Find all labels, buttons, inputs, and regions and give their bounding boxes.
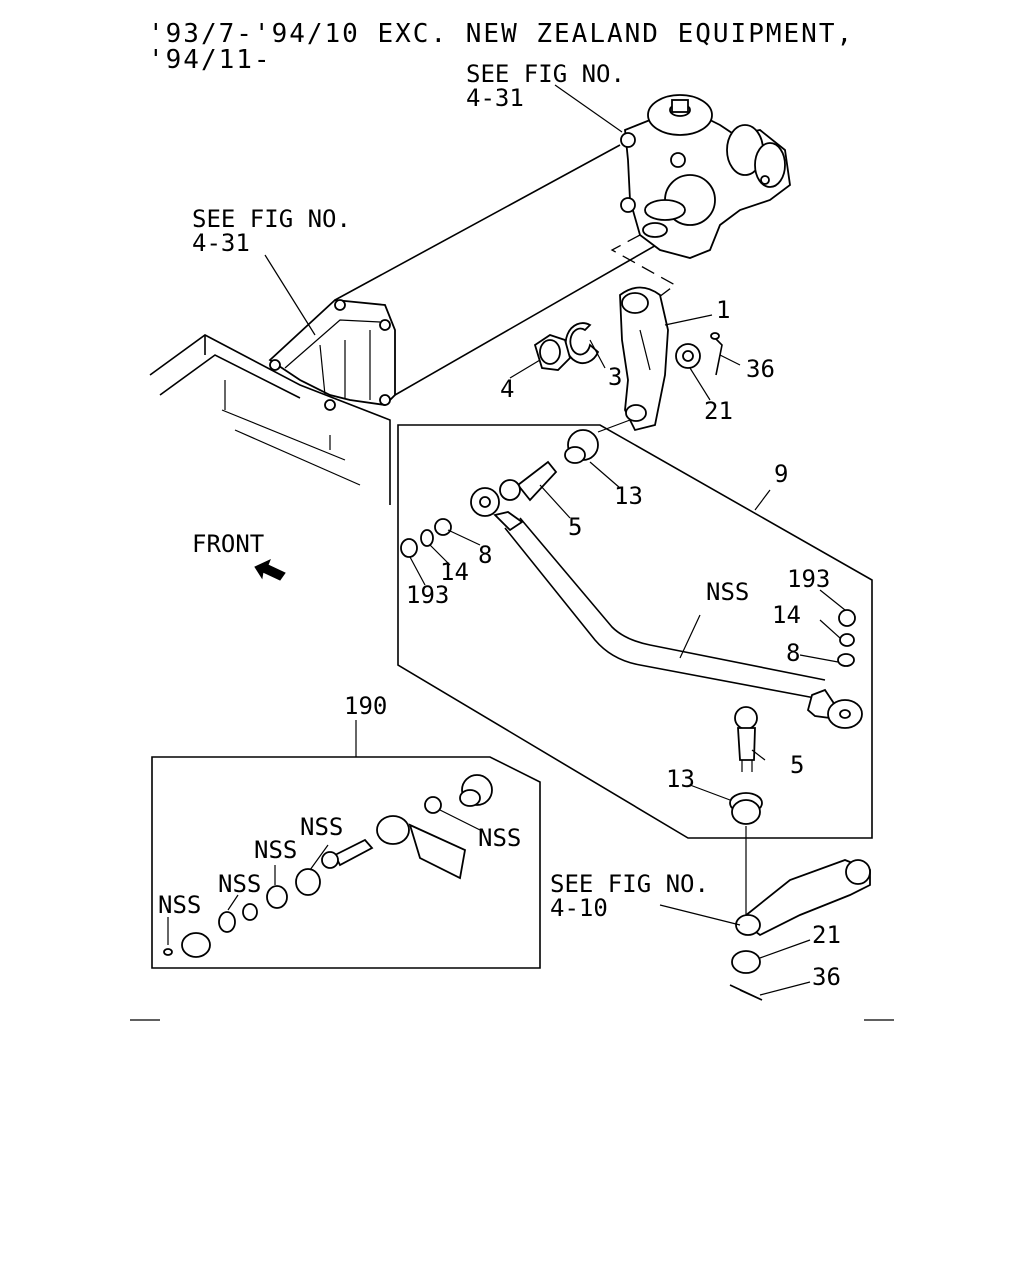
grease-nipple-193-right: [838, 609, 856, 627]
grease-nipple-193-left: [400, 538, 418, 558]
ball-stud-5-top: [499, 460, 558, 502]
callout-9: 9: [774, 460, 788, 488]
callout-8-right: 8: [786, 639, 800, 667]
callout-3: 3: [608, 363, 622, 391]
callout-36-top: 36: [746, 355, 775, 383]
callout-5-bottom: 5: [790, 751, 804, 779]
header-line2: '94/11-: [148, 45, 272, 75]
spring-14-left: [420, 529, 434, 547]
callout-21-bottom: 21: [812, 921, 841, 949]
repair-kit-outline: [151, 756, 541, 969]
idler-arm: [735, 859, 871, 937]
callout-193-right: 193: [787, 565, 830, 593]
leader-lines: [167, 84, 846, 996]
callout-kit-nss-3: NSS: [218, 870, 261, 898]
drag-link-assembly-outline: [397, 424, 873, 839]
callout-21-top: 21: [704, 397, 733, 425]
callout-nss-tube: NSS: [706, 578, 749, 606]
callout-kit-nss-1: NSS: [300, 813, 343, 841]
callout-4: 4: [500, 375, 514, 403]
callout-kit-nss-4: NSS: [158, 891, 201, 919]
seal-13-bottom: [729, 792, 763, 825]
callout-5-top: 5: [568, 513, 582, 541]
frame-crossmember: [149, 299, 396, 505]
callout-kit-nss-5: NSS: [478, 824, 521, 852]
cotter-pin-36-top: [710, 332, 723, 376]
ref-idler-line2: 4-10: [550, 894, 608, 922]
callout-36-bottom: 36: [812, 963, 841, 991]
front-label: FRONT: [192, 530, 264, 558]
callout-14-left: 14: [440, 558, 469, 586]
ref-gear-line2: 4-31: [466, 84, 524, 112]
frame-rail: [334, 144, 621, 301]
castle-nut-21-bottom: [731, 950, 761, 974]
ref-idler-line1: SEE FIG NO.: [550, 870, 709, 898]
callout-1: 1: [716, 296, 730, 324]
castle-nut-21-top: [675, 343, 701, 369]
callout-13-bottom: 13: [666, 765, 695, 793]
callout-14-right: 14: [772, 601, 801, 629]
callout-8-left: 8: [478, 541, 492, 569]
pitman-arm: [619, 286, 669, 432]
ref-gear-line1: SEE FIG NO.: [466, 60, 625, 88]
kit-parts: [163, 774, 493, 958]
callout-13-top: 13: [614, 482, 643, 510]
callout-kit-nss-2: NSS: [254, 836, 297, 864]
header-line1: '93/7-'94/10 EXC. NEW ZEALAND EQUIPMENT,: [148, 19, 854, 49]
callout-193-left: 193: [406, 581, 449, 609]
front-arrow-icon: [254, 559, 286, 581]
ring-8-right: [837, 653, 855, 667]
ring-8-left: [434, 518, 452, 536]
ref-frame-line2: 4-31: [192, 229, 250, 257]
washer-3: [564, 322, 600, 364]
cotter-pin-36-bottom: [729, 984, 763, 1001]
ref-frame-line1: SEE FIG NO.: [192, 205, 351, 233]
spring-14-right: [839, 633, 855, 647]
callout-190: 190: [344, 692, 387, 720]
steering-gear-box: [620, 94, 791, 259]
nut-4: [533, 334, 572, 371]
seal-13-top: [564, 429, 599, 464]
ball-stud-5-bottom: [734, 706, 758, 772]
gear-to-arm-dash: [610, 234, 677, 301]
drag-link-tube: [470, 487, 863, 729]
